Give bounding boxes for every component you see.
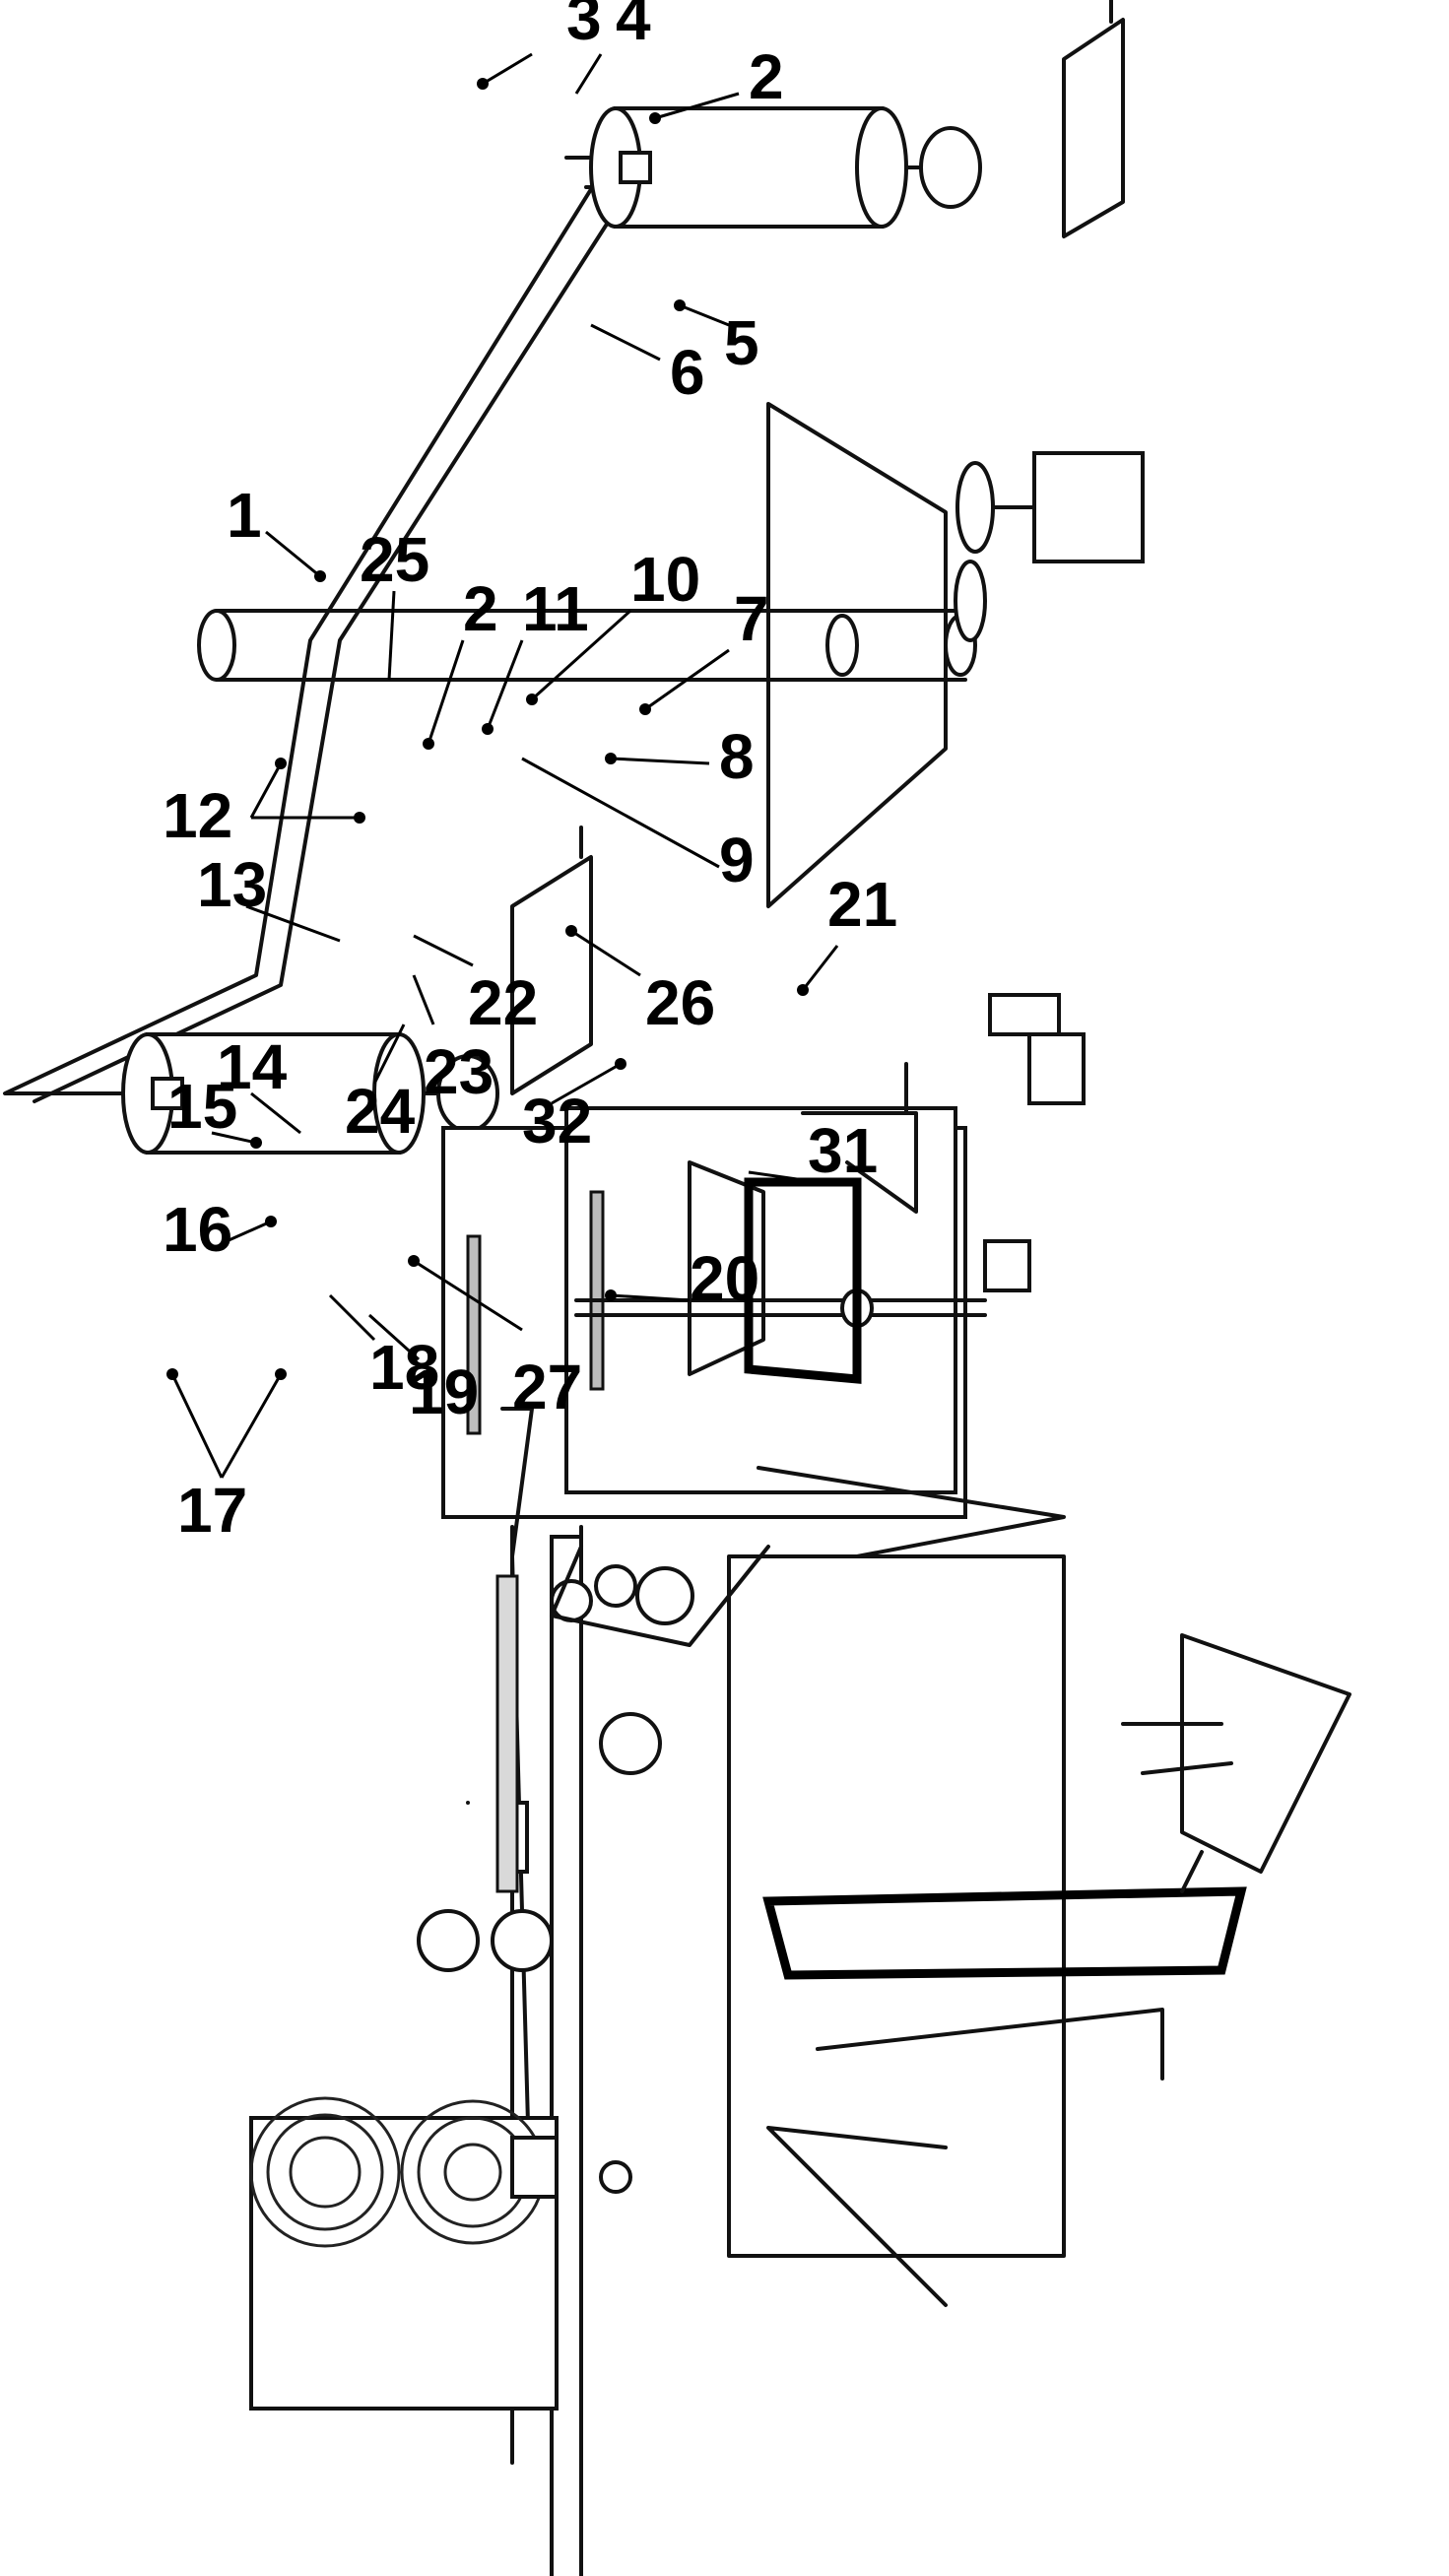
callout-1-label: 1	[227, 480, 262, 551]
callout-21: 21	[797, 869, 897, 996]
callout-31-label: 31	[808, 1115, 878, 1186]
cabinet	[443, 995, 1084, 1517]
plate-right	[1064, 0, 1123, 236]
callout-25-label: 25	[360, 524, 429, 595]
callout-26: 26	[565, 925, 715, 1038]
callout-3: 3	[477, 0, 602, 90]
callout-22-label: 22	[468, 967, 538, 1038]
callout-1: 1	[227, 480, 326, 582]
callout-12: 12	[163, 758, 365, 851]
tank-top	[591, 108, 980, 227]
callout-5-label: 5	[724, 307, 759, 378]
callout-19-label: 19	[409, 1356, 479, 1427]
tray-32	[729, 1556, 1064, 2256]
callout-2-top-label: 2	[749, 41, 784, 112]
motor-assembly	[955, 453, 1143, 640]
conveyor	[251, 1409, 768, 2576]
plate-left	[512, 827, 591, 1093]
callout-17-label: 17	[177, 1475, 247, 1546]
frame-31	[768, 1891, 1241, 1975]
callout-6: 6	[591, 325, 705, 408]
callout-24-label: 24	[345, 1076, 416, 1147]
callout-21-label: 21	[827, 869, 897, 940]
callout-16: 16	[163, 1194, 277, 1265]
callout-3-label: 3	[566, 0, 602, 53]
callout-4-label: 4	[616, 0, 651, 53]
callout-9-label: 9	[719, 825, 755, 895]
callout-25: 25	[360, 524, 429, 680]
callout-6-label: 6	[670, 337, 705, 408]
callout-7-label: 7	[734, 583, 769, 654]
callout-8: 8	[605, 721, 755, 792]
callout-20-label: 20	[690, 1243, 759, 1314]
callout-26-label: 26	[645, 967, 715, 1038]
callout-15-label: 15	[167, 1071, 237, 1142]
lower-assembly	[729, 1468, 1350, 2305]
callout-32-label: 32	[522, 1086, 592, 1156]
callout-10-label: 10	[630, 544, 700, 615]
callout-11-label: 11	[522, 573, 589, 644]
callout-12-label: 12	[163, 780, 232, 851]
callout-23-label: 23	[424, 1036, 494, 1107]
callout-27-label: 27	[512, 1352, 582, 1422]
callout-2-inner-label: 2	[463, 573, 498, 644]
callout-17: 17	[166, 1368, 287, 1546]
callout-8-label: 8	[719, 721, 755, 792]
callout-16-label: 16	[163, 1194, 232, 1265]
panel-21	[1182, 1635, 1350, 1872]
callout-13-label: 13	[197, 849, 267, 920]
